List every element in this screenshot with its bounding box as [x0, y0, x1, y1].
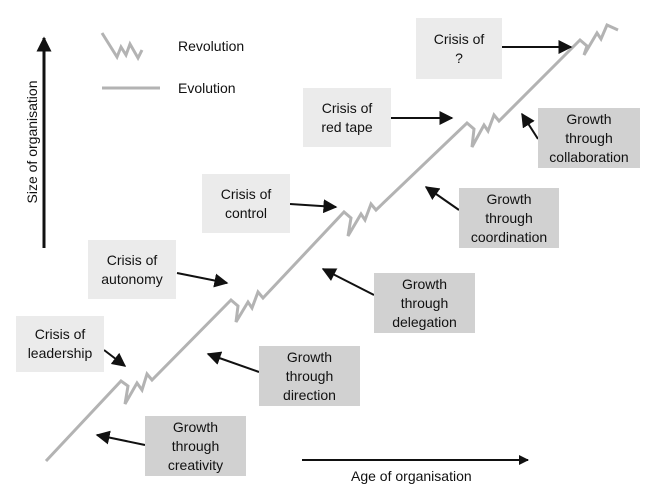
crisis-box-leadership: Crisis of leadership: [16, 316, 104, 372]
growth-arrow-direction: [206, 351, 260, 373]
growth-box-creativity: Growth through creativity: [145, 416, 246, 476]
growth-box-coordination: Growth through coordination: [459, 188, 559, 248]
growth-arrow-coordination: [424, 186, 460, 211]
crisis-arrow-leadership: [103, 349, 127, 367]
crisis-box-unknown: Crisis of ?: [416, 18, 502, 79]
crisis-arrow-control: [289, 199, 338, 214]
growth-arrow-creativity: [95, 430, 146, 446]
growth-box-direction: Growth through direction: [259, 346, 360, 406]
legend-evolution-label: Evolution: [178, 80, 236, 96]
crisis-arrow-autonomy: [176, 272, 229, 288]
x-axis-label: Age of organisation: [351, 468, 472, 484]
growth-line: [44, 23, 619, 463]
crisis-box-red-tape: Crisis of red tape: [303, 88, 391, 147]
growth-box-collaboration: Growth through collaboration: [538, 108, 640, 168]
crisis-box-control: Crisis of control: [202, 174, 290, 233]
growth-arrow-collaboration: [521, 112, 539, 140]
growth-arrow-delegation: [321, 268, 375, 296]
legend-revolution-symbol: [100, 32, 144, 62]
legend-revolution-label: Revolution: [178, 38, 245, 54]
growth-box-delegation: Growth through delegation: [374, 273, 475, 333]
crisis-box-autonomy: Crisis of autonomy: [88, 240, 176, 299]
y-axis-label: Size of organisation: [24, 80, 40, 204]
